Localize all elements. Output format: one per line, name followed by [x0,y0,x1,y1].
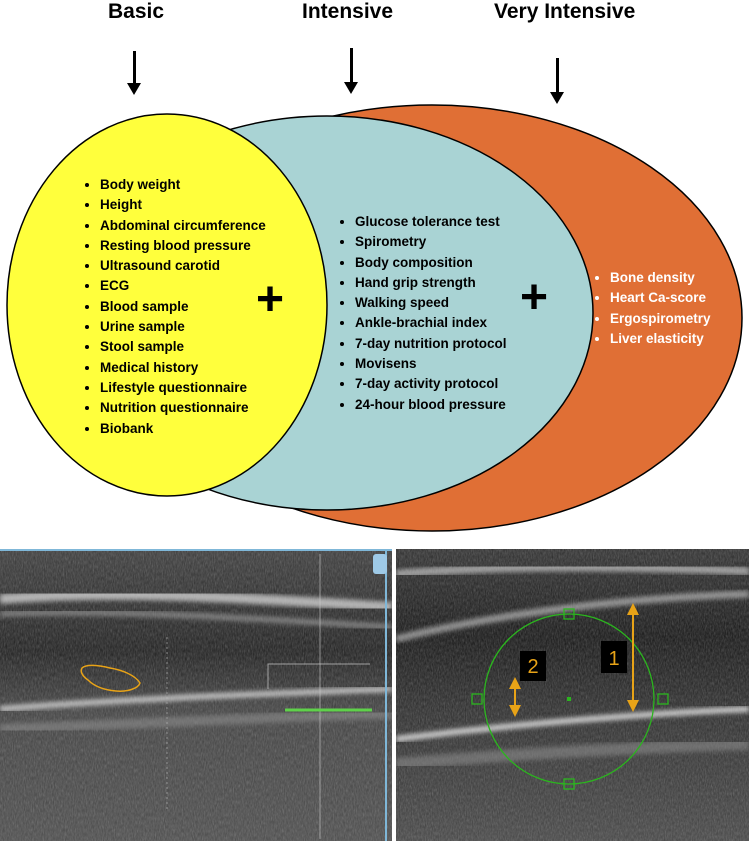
list-item: Walking speed [355,293,507,313]
list-item: Heart Ca-score [610,288,711,308]
list-item: Bone density [610,268,711,288]
plus-sign: + [520,271,549,324]
measurement-arrow-2 [509,677,521,717]
ultrasound-image-left [0,549,392,841]
list-item: Ankle-brachial index [355,313,507,333]
list-item: ECG [100,276,266,296]
probe-marker-icon [373,554,387,574]
measurement-label-2: 2 [527,656,538,678]
level-title-intensive: Intensive [302,0,394,23]
roi-handle-right [657,693,669,705]
list-item: Movisens [355,354,507,374]
list-item: Height [100,195,266,215]
roi-circle [483,613,655,785]
plaque-outline [80,664,141,692]
list-item: Glucose tolerance test [355,212,507,232]
list-item: Urine sample [100,317,266,337]
roi-handle-top [563,608,575,620]
very-intensive-items-list: Bone densityHeart Ca-scoreErgospirometry… [590,268,711,349]
list-item: Stool sample [100,337,266,357]
list-item: Medical history [100,358,266,378]
arrow-down-icon [344,48,358,94]
list-item: Spirometry [355,232,507,252]
arrow-down-icon [127,51,141,95]
list-item: 7-day nutrition protocol [355,334,507,354]
list-item: Lifestyle questionnaire [100,378,266,398]
list-item: 7-day activity protocol [355,374,507,394]
basic-ellipse [6,113,328,497]
list-item: Abdominal circumference [100,216,266,236]
roi-center [567,697,571,701]
basic-items-list: Body weightHeightAbdominal circumference… [80,175,266,439]
roi-handle-bottom [563,778,575,790]
arrow-down-icon [550,58,564,104]
list-item: Blood sample [100,297,266,317]
measurement-label-1: 1 [608,648,619,670]
list-item: Biobank [100,419,266,439]
level-title-basic: Basic [108,0,165,23]
list-item: Ultrasound carotid [100,256,266,276]
intensive-items-list: Glucose tolerance testSpirometryBody com… [335,212,507,415]
list-item: Resting blood pressure [100,236,266,256]
plus-sign: + [256,273,285,326]
measurement-arrow-1 [627,603,639,712]
list-item: Body composition [355,253,507,273]
list-item: Body weight [100,175,266,195]
list-item: Ergospirometry [610,309,711,329]
level-title-very-intensive: Very Intensive [494,0,636,23]
list-item: 24-hour blood pressure [355,395,507,415]
venn-diagram [6,104,743,532]
ultrasound-image-right: 1 2 [396,549,749,841]
list-item: Hand grip strength [355,273,507,293]
list-item: Liver elasticity [610,329,711,349]
list-item: Nutrition questionnaire [100,398,266,418]
roi-handle-left [471,693,483,705]
